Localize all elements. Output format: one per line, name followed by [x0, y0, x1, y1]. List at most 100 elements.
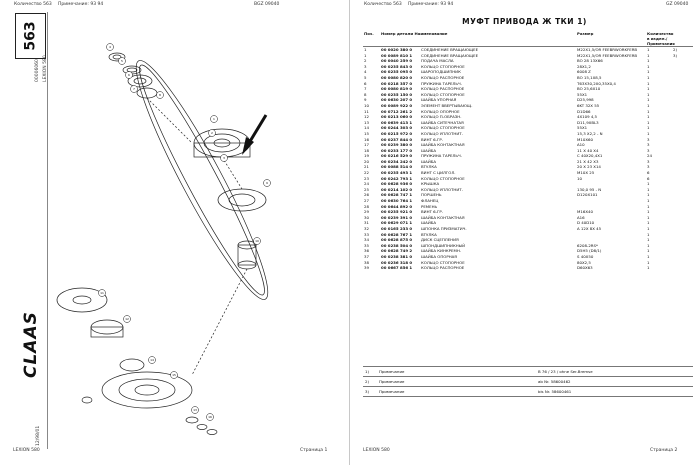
- right-footer-model: LEXION 580: [363, 448, 390, 453]
- callout-12: 12: [123, 315, 131, 323]
- left-page: Количество 563 Примечание: 93 94 BGZ 090…: [13, 0, 350, 465]
- part-number: 00 0238 504 0: [381, 242, 413, 248]
- part-name: КОЛЬЦО П-ОБРАЗН.: [421, 114, 462, 120]
- col-size: Размер: [576, 31, 647, 47]
- part-qty: 1: [647, 58, 650, 64]
- part-qty: 6: [647, 175, 650, 181]
- part-number: 00 0165 233 0: [381, 226, 413, 231]
- part-qty: 1: [647, 253, 650, 259]
- part-pos: 28: [364, 203, 369, 209]
- part-name: ШАЙБА КОНТАКТНАЯ: [421, 214, 465, 220]
- part-name: ШАЙБА КИНКРЕМН.: [421, 248, 461, 254]
- part-qty: 1: [647, 130, 650, 136]
- part-qty: 3: [647, 164, 650, 170]
- part-size: M22X1,5/OR FEEBRWORKFERB: [577, 52, 638, 58]
- part-pos: 22: [364, 170, 369, 176]
- callout-13: 13: [191, 406, 199, 414]
- part-size: M10X60: [577, 136, 593, 142]
- part-size: 11 X 40 X4: [577, 147, 599, 153]
- part-number: 00 0630 764 1: [381, 198, 413, 204]
- part-name: СОЕДИНЕНИЕ ВРАЩАЮЩЕЕ: [421, 52, 479, 58]
- part-pos: 23: [364, 175, 369, 181]
- part-name: ПРУЖИНА ТАРЕЛЬЧ.: [421, 153, 462, 159]
- part-qty: 1: [647, 63, 650, 69]
- svg-text:6: 6: [128, 73, 130, 77]
- left-footer-page: Страница 1: [300, 448, 328, 453]
- part-pos: 25: [364, 186, 369, 192]
- part-name: ПОДАЧА МАСЛА: [421, 58, 454, 64]
- part-number: 00 0080 819 0: [381, 86, 413, 92]
- part-qty: 1: [647, 198, 650, 204]
- part-pos: 19: [364, 153, 369, 159]
- side-date: 12/98/01: [36, 425, 41, 446]
- part-pos: 4: [364, 69, 367, 75]
- part-number: 00 0215 972 0: [381, 130, 413, 136]
- part-number: 00 0235 921 0: [381, 209, 413, 215]
- part-qty: 24: [647, 153, 652, 159]
- left-header-quantity: Количество 563: [14, 2, 52, 7]
- svg-text:7: 7: [133, 87, 135, 91]
- left-header-code: BGZ 09040: [254, 2, 280, 7]
- part-number: 00 0639 413 1: [381, 119, 413, 125]
- part-qty: 3: [647, 158, 650, 164]
- part-pos: 36: [364, 248, 369, 254]
- part-name: КОЛЬЦО УПЛОТНИТ.: [421, 186, 463, 192]
- callout-2: 2: [208, 129, 216, 137]
- svg-text:5: 5: [121, 59, 123, 63]
- part-name: ШАЙБА КОНТАКТНАЯ: [421, 142, 465, 148]
- part-pos: 11: [364, 108, 369, 114]
- part-pos: 21: [364, 164, 369, 170]
- part-qty: 1: [647, 80, 650, 86]
- part-name: КРЫШКА: [421, 181, 440, 187]
- part-name: ШАЙБА: [421, 158, 437, 164]
- part-size: D60X63: [577, 265, 593, 271]
- part-name: ШАЙБА: [421, 147, 437, 153]
- part-number: 00 0238 381 0: [381, 253, 413, 259]
- part-qty: 1: [647, 91, 650, 97]
- part-qty: 1: [647, 74, 650, 80]
- left-flange: [56, 287, 108, 313]
- part-name: ВИНТ 6-ГР.: [421, 209, 443, 215]
- part-size: D1D66: [577, 108, 591, 114]
- part-size: M10X 25: [577, 170, 595, 176]
- part-note: 3): [673, 52, 678, 58]
- part-pos: 12: [364, 114, 369, 120]
- callout-5: 5: [118, 57, 126, 65]
- part-size: BO 28 13X66: [577, 58, 603, 64]
- part-pos: 1: [364, 47, 367, 52]
- part-name: СОЕДИНЕНИЕ ВРАЩАЮЩЕЕ: [421, 47, 479, 52]
- part-pos: 10: [364, 102, 369, 108]
- part-qty: 1: [647, 259, 650, 265]
- callout-1: 1: [210, 115, 218, 123]
- part-qty: 1: [647, 242, 650, 248]
- part-pos: 15: [364, 130, 369, 136]
- callout-16: 16: [206, 413, 214, 421]
- part-pos: 1: [364, 52, 367, 58]
- part-number: 00 0235 843 0: [381, 63, 413, 69]
- part-number: 00 0089 810 1: [381, 52, 413, 58]
- callout-10: 10: [253, 237, 261, 245]
- part-pos: 38: [364, 259, 369, 265]
- part-size: 55X1: [577, 125, 588, 131]
- callout-8: 8: [156, 91, 164, 99]
- part-name: КОЛЬЦО СТОПОРНОЕ: [421, 125, 465, 131]
- part-pos: 24: [364, 181, 369, 187]
- part-qty: 1: [647, 237, 650, 243]
- right-header-quantity: Количество 563: [364, 2, 402, 7]
- svg-text:10: 10: [255, 239, 259, 243]
- part-number: 00 0235 150 0: [381, 91, 413, 97]
- part-number: 00 0712 261 2: [381, 108, 413, 114]
- document-title: МУФТ ПРИВОДА Ж ТКИ 1): [462, 17, 587, 26]
- part-pos: 6: [364, 80, 367, 86]
- part-name: КОЛЬЦО РАСПОРНОЕ: [421, 74, 465, 80]
